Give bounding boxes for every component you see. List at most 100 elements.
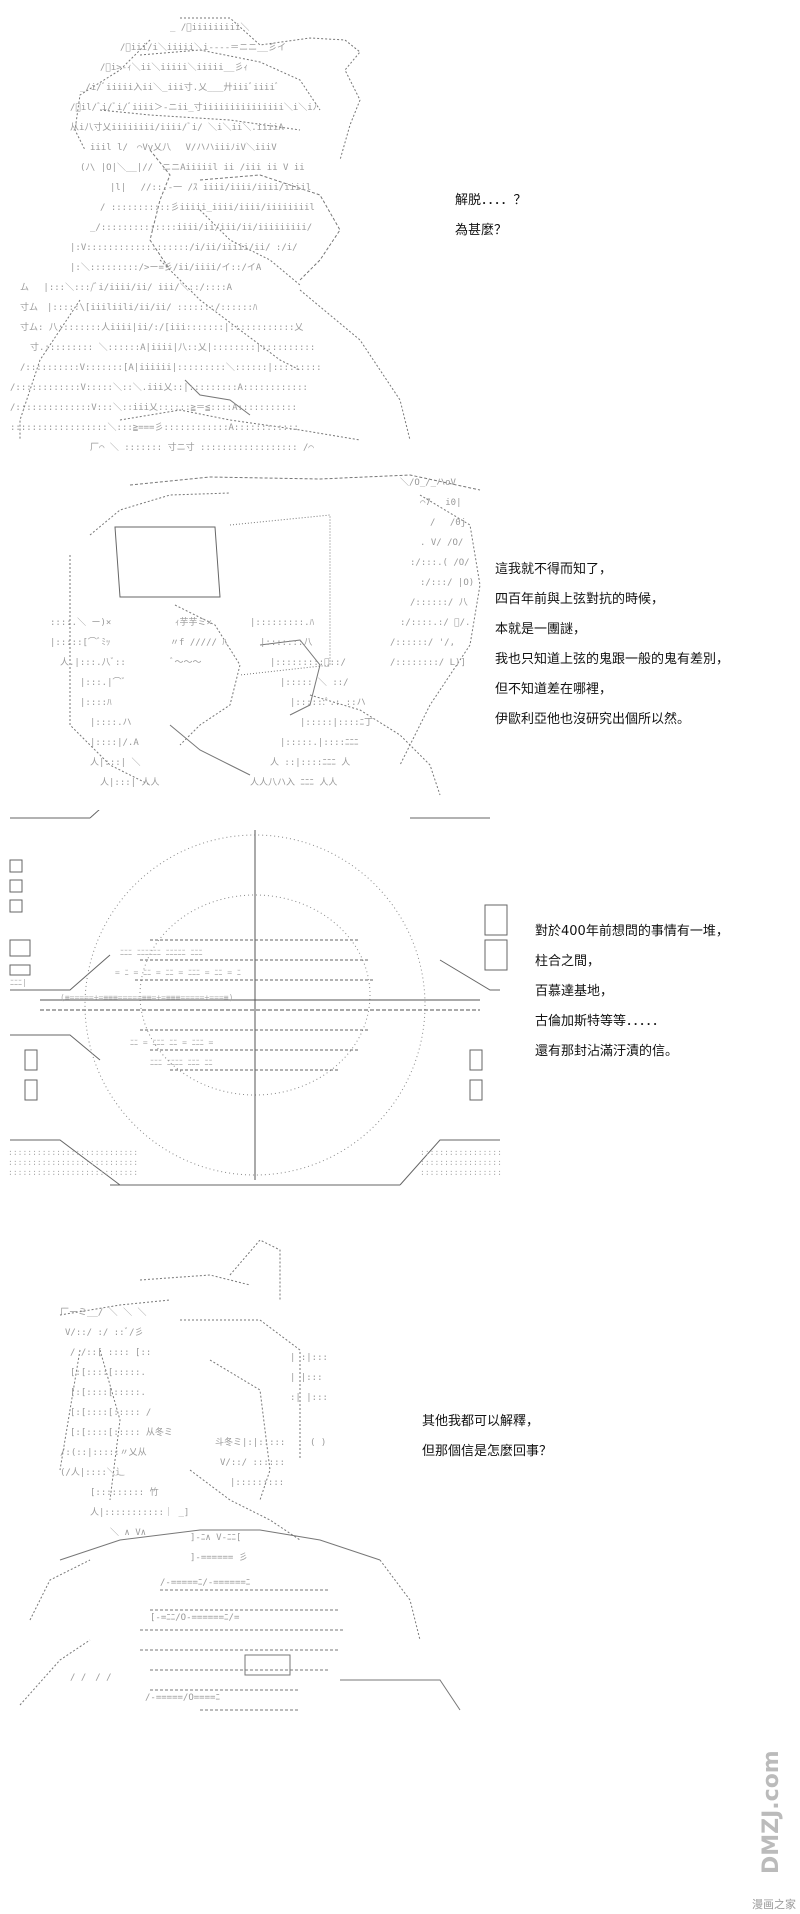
svg-text:/ / / /: / / / /: [70, 1673, 112, 1683]
svg-text:ﾞ〜〜〜: ﾞ〜〜〜: [170, 657, 202, 668]
svg-text:|:::::::八: |:::::::八: [260, 638, 312, 648]
svg-text:[-=ﾆﾆ/O-======ﾆ/=: [-=ﾆﾆ/O-======ﾆ/=: [150, 1613, 240, 1623]
svg-text:|::::|/.A: |::::|/.A: [90, 738, 139, 748]
svg-text:::::.＼ ー)×: ::::.＼ ー)×: [50, 617, 111, 628]
svg-text:_ /ﾞiiiiiiiii＼: _ /ﾞiiiiiiiii＼: [170, 22, 249, 33]
dialogue-line: 伊歐利亞他也沒研究出個所以然。: [495, 712, 691, 727]
dialogue-line: 本就是一團謎，: [495, 622, 587, 637]
svg-text::::::::::::::::::::::::::::: :::::::::::::::::::::::::::: [8, 1148, 138, 1157]
svg-text:⌒7 i0|: ⌒7 i0|: [420, 498, 462, 508]
dialogue-line: 為甚麼？: [455, 223, 508, 238]
svg-text:V/::/ ::::::: V/::/ ::::::: [220, 1458, 285, 1468]
svg-text:(/人|::::＼辶: (/人|::::＼辶: [60, 1467, 125, 1478]
svg-text:ﾆﾆﾆ ﾆﾆﾆﾆﾆﾆ ﾆﾆﾆﾆﾆ ﾆﾆﾆ: ﾆﾆﾆ ﾆﾆﾆﾆﾆﾆ ﾆﾆﾆﾆﾆ ﾆﾆﾆ: [120, 948, 202, 957]
svg-text:/::::::/ '/,: /::::::/ '/,: [390, 638, 455, 648]
svg-text:| :|:::: | :|:::: [290, 1353, 328, 1363]
svg-text::::::::::::::::::: :::::::::::::::::: [420, 1168, 502, 1177]
svg-text:[:[::::[::::: 从冬ミ: [:[::::[::::: 从冬ミ: [70, 1426, 173, 1438]
svg-text:/ :::::::::::彡iiiii_iiii/iiii/: / :::::::::::彡iiiii_iiii/iiii/iiiiiiiil: [100, 202, 315, 213]
svg-text:/-=====ﾆ/-======ﾆ: /-=====ﾆ/-======ﾆ: [160, 1578, 251, 1588]
ascii-art-scope-target: ::::::::::::::::::::::::::: ::::::::::::…: [8, 810, 508, 1186]
svg-text:ム |:::＼:::/ﾞi/iiii/ii/ iii/＼:: ム |:::＼:::/ﾞi/iiii/ii/ iii/＼::/::::A: [20, 282, 233, 293]
svg-text:|::::ﾊ: |::::ﾊ: [80, 698, 112, 708]
svg-text:人|:::::::::::｜ _]: 人|:::::::::::｜ _]: [90, 1507, 189, 1518]
svg-text:|:::::[⌒ﾞﾐｯ: |:::::[⌒ﾞﾐｯ: [50, 637, 110, 648]
svg-text:/ﾞi>-ｨ＼ii＼iiiii＼iiiii__彡ｨ: /ﾞi>-ｨ＼ii＼iiiii＼iiiii__彡ｨ: [100, 62, 248, 73]
dialogue-line: 對於400年前想問的事情有一堆，: [535, 924, 729, 939]
svg-text:|:::::::::ﾞ::/: |:::::::::ﾞ::/: [270, 658, 346, 668]
svg-text:人 ::|::::ﾆﾆﾆ 人: 人 ::|::::ﾆﾆﾆ 人: [270, 757, 350, 768]
svg-text::::::::::::::::::: :::::::::::::::::: [420, 1148, 502, 1157]
watermark-site-text: 漫画之家: [752, 1898, 796, 1911]
svg-text:[:[::::[:::::.: [:[::::[:::::.: [70, 1388, 146, 1398]
panel-2-dialogue: 這我就不得而知了， 四百年前與上弦對抗的時候， 本就是一團謎， 我也只知道上弦的…: [495, 555, 729, 735]
svg-text:| |:::: | |:::: [290, 1373, 323, 1383]
svg-text:V/::/ :/ ::ﾞ/彡: V/::/ :/ ::ﾞ/彡: [65, 1327, 144, 1338]
svg-text:/::::::::::::V:::::＼::＼.iii乂::: /::::::::::::V:::::＼::＼.iii乂::|:::::::::…: [10, 382, 308, 393]
svg-text:人|:::| ＼: 人|:::| ＼: [90, 757, 141, 768]
svg-text:厂⌒ ＼ ::::::: 寸ニ寸 :::::::::::::: 厂⌒ ＼ ::::::: 寸ニ寸 :::::::::::::::::: /⌒: [90, 441, 314, 453]
svg-text:＼/O_/_ハoV: ＼/O_/_ハoV: [400, 477, 457, 488]
svg-text:寸ム: 八::::::::人iiii|ii/:/[iii::: 寸ム: 八::::::::人iiii|ii/:/[iii:::::::|::::…: [20, 321, 303, 333]
ascii-art-character-2: ＼/O_/_ハoV ⌒7 i0| / /0j . V/ /O/ :/:::.( …: [50, 474, 481, 796]
panel-3-dialogue: 對於400年前想問的事情有一堆， 柱合之間， 百慕達基地， 古倫加斯特等等．．．…: [535, 917, 729, 1067]
svg-text:寸.::::::::: ＼::::::A|iiii|八::乂: 寸.::::::::: ＼::::::A|iiii|八::乂|::::::::|…: [30, 341, 315, 353]
svg-text:厂ーミ__/ ＼ ＼ ＼: 厂ーミ__/ ＼ ＼ ＼: [60, 1307, 147, 1318]
dialogue-line: 百慕達基地，: [535, 984, 614, 999]
dialogue-line: 柱合之間，: [535, 954, 601, 969]
svg-text:|:::::::::: |:::::::::: [230, 1478, 284, 1488]
svg-text::::::::::::::::::::::::::::: :::::::::::::::::::::::::::: [8, 1158, 138, 1167]
svg-text:[::::::::: 竹: [::::::::: 竹: [90, 1486, 159, 1498]
svg-text:[:[::::[::::: /: [:[::::[::::: /: [70, 1408, 151, 1418]
svg-text:iiil l/ ⌒Vⅴ乂八 V/ハハiiiﾉiV＼iiiV: iiil l/ ⌒Vⅴ乂八 V/ハハiiiﾉiV＼iiiV: [90, 142, 277, 153]
svg-text:/ /0j: / /0j: [430, 518, 466, 528]
panel-4: 厂ーミ__/ ＼ ＼ ＼ V/::/ :/ ::ﾞ/彡 / /::[ :::: …: [0, 1240, 800, 1914]
svg-text:ｨ芋芋ミ×: ｨ芋芋ミ×: [175, 617, 212, 628]
svg-text:( ): ( ): [310, 1438, 326, 1448]
panel-1: _ /ﾞiiiiiiiii＼ /ﾞiii/i＼iiiii＼i----＝ニニ__彡…: [0, 0, 800, 460]
dmzj-logo: DMZJ.com: [759, 1750, 784, 1874]
panel-4-dialogue: 其他我都可以解釋， 但那個信是怎麼回事？: [422, 1407, 552, 1467]
svg-text:/ /::[ :::: [::: / /::[ :::: [::: [70, 1348, 151, 1358]
svg-text:/-=====/O====ﾆ: /-=====/O====ﾆ: [145, 1693, 220, 1703]
svg-text:. V/ /O/: . V/ /O/: [420, 538, 463, 548]
svg-text:/ﾞil/ﾞi/ﾞi/ﾞiiii＞-ニii_寸iiiiiii: /ﾞil/ﾞi/ﾞi/ﾞiiii＞-ニii_寸iiiiiiiiiiiiiii＼i…: [70, 101, 317, 113]
svg-text:＼ ∧ V∧: ＼ ∧ V∧: [110, 1527, 146, 1538]
svg-text:人人八ハ入 ﾆﾆﾆ 人人: 人人八ハ入 ﾆﾆﾆ 人人: [250, 777, 337, 788]
ascii-art-character-3: 厂ーミ__/ ＼ ＼ ＼ V/::/ :/ ::ﾞ/彡 / /::[ :::: …: [19, 1240, 461, 1711]
dialogue-line: 古倫加斯特等等．．．．．: [535, 1014, 666, 1029]
svg-text:(ﾉ\ |O|＼__|// ニニAiiiiil ii /ii: (ﾉ\ |O|＼__|// ニニAiiiiil ii /iii ii V ii: [80, 162, 305, 173]
svg-text::| |:::: :| |:::: [290, 1393, 328, 1403]
panel-1-dialogue: 解脱．．．．？ 為甚麼？: [455, 186, 527, 246]
svg-text::/::::.:/ ﾞ/.: :/::::.:/ ﾞ/.: [400, 618, 470, 628]
svg-text:= ﾆ = ﾆﾆ = ﾆﾆ = ﾆﾆﾆ = ﾆﾆ = ﾆ: = ﾆ = ﾆﾆ = ﾆﾆ = ﾆﾆﾆ = ﾆﾆ = ﾆ: [115, 968, 241, 977]
panel-2: ＼/O_/_ハoV ⌒7 i0| / /0j . V/ /O/ :/:::.( …: [0, 465, 800, 800]
svg-text:|:＼:::::::::/>ー=彡/ii/iiii/イ::/: |:＼:::::::::/>ー=彡/ii/iiii/イ::/イA: [70, 262, 262, 273]
svg-text:/::::::::/ L)]: /::::::::/ L)]: [390, 658, 466, 668]
svg-text:[:[::::[:::::.: [:[::::[:::::.: [70, 1368, 146, 1378]
svg-text:斗冬ミ|:|:::::: 斗冬ミ|:|:::::: [215, 1436, 285, 1448]
dialogue-line: 但不知道差在哪裡，: [495, 682, 613, 697]
svg-text:〃f ///// ﾊ: 〃f ///// ﾊ: [170, 638, 227, 648]
dmzj-logo-text: DMZJ.com: [759, 1750, 784, 1874]
dialogue-line: 四百年前與上弦對抗的時候，: [495, 592, 665, 607]
ascii-art-character-1: _ /ﾞiiiiiiiii＼ /ﾞiii/i＼iiiii＼i----＝ニニ__彡…: [10, 17, 411, 453]
svg-text:/::::::/ 八: /::::::/ 八: [410, 598, 468, 608]
svg-text:(≡=====+=≡≡≡=====≡≡=+=≡≡≡=====: (≡=====+=≡≡≡=====≡≡=+=≡≡≡=====+===≡): [60, 993, 233, 1002]
svg-text:/ﾞiii/i＼iiiii＼i----＝ニニ__彡イ: /ﾞiii/i＼iiiii＼i----＝ニニ__彡イ: [120, 42, 286, 53]
svg-text:/::::::::::::::V:::＼::iii乂::::: /::::::::::::::V:::＼::iii乂::::::≧＝≦::::A…: [10, 402, 297, 413]
svg-text:|:::.|⌒ﾞ: |:::.|⌒ﾞ: [80, 677, 126, 688]
svg-text:::::::::::::::::::＼:::≧===彡:::: ::::::::::::::::::＼:::≧===彡::::::::::::A…: [10, 422, 299, 433]
svg-text:|::::::ﾞ.: ::ハ: |::::::ﾞ.: ::ハ: [290, 697, 366, 708]
svg-text::/:::.( /O/: :/:::.( /O/: [410, 558, 470, 568]
svg-text:|:V:::::::::::::::::::/i/ii/ii: |:V:::::::::::::::::::/i/ii/iiiii/ii/ :/…: [70, 243, 298, 253]
svg-text:|::::.ハ: |::::.ハ: [90, 718, 132, 728]
svg-text:人.|:::.八ﾞ::: 人.|:::.八ﾞ::: [60, 657, 126, 668]
svg-text:/:(::|:::::〃乂从: /:(::|:::::〃乂从: [60, 1447, 147, 1458]
svg-text:人|:::| 人人: 人|:::| 人人: [100, 777, 160, 788]
svg-text:|:::::.＼ ::/: |:::::.＼ ::/: [280, 677, 349, 688]
svg-text:_/::::::::::::::iiii/ii/iii/ii: _/::::::::::::::iiii/ii/iii/ii/iiiiiiiii…: [90, 223, 312, 233]
dialogue-line: 解脱．．．．？: [455, 193, 527, 208]
svg-text:寸ム |:::::\[iiiliili/ii/ii/ :::: 寸ム |:::::\[iiiliili/ii/ii/ :::::::/:::::…: [20, 301, 258, 313]
svg-text:从i八寸乂iiiiiiii/iiii/ﾞi/ ＼i＼ii＼.: 从i八寸乂iiiiiiii/iiii/ﾞi/ ＼i＼ii＼.iiiiA: [70, 121, 284, 133]
